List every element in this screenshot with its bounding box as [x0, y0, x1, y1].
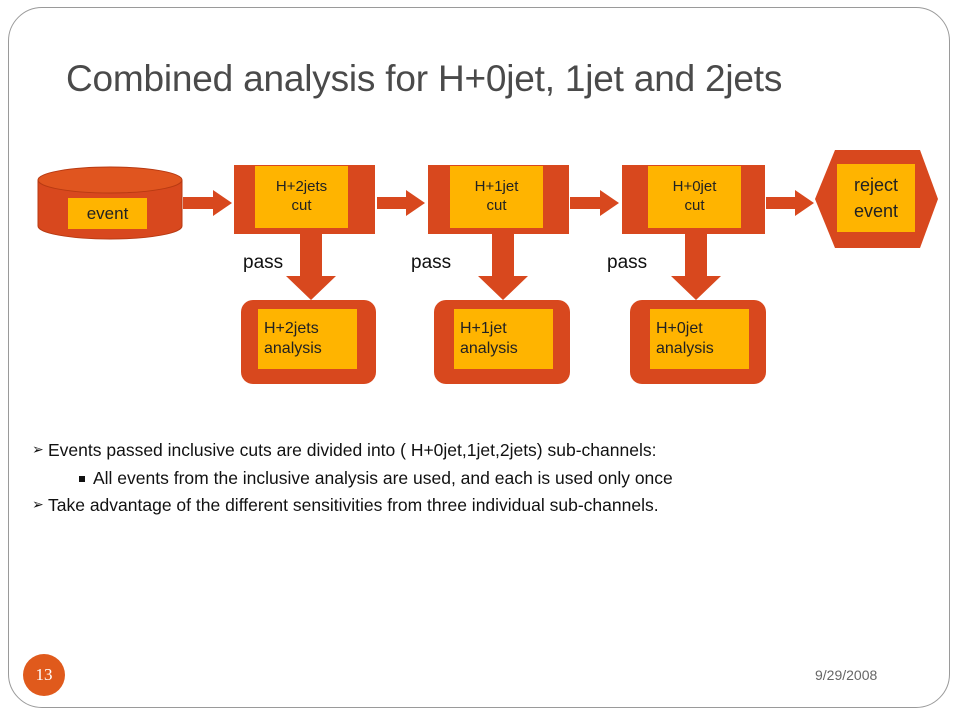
arrow-down-h2jets	[286, 234, 336, 300]
pass-label-h0jet: pass	[607, 252, 648, 273]
arrow-h2jets-to-h1jet	[377, 190, 425, 216]
arrow-bullet-icon: ➢	[32, 496, 44, 512]
sub-bullet-item: All events from the inclusive analysis a…	[79, 469, 932, 488]
event-label: event	[68, 198, 147, 229]
bullet-item: ➢ Events passed inclusive cuts are divid…	[32, 440, 657, 460]
arrow-h0jet-to-reject	[766, 190, 814, 216]
pass-label-h2jets: pass	[243, 252, 284, 273]
arrow-h1jet-to-h0jet	[570, 190, 619, 216]
slide-title: Combined analysis for H+0jet, 1jet and 2…	[66, 58, 783, 99]
bullet-item: ➢ Take advantage of the different sensit…	[32, 495, 659, 515]
slide-number-badge: 13	[23, 654, 65, 696]
arrow-down-h1jet	[478, 234, 528, 300]
pass-label-h1jet: pass	[411, 252, 452, 273]
arrow-down-h0jet	[671, 234, 721, 300]
bullet-list: ➢ Events passed inclusive cuts are divid…	[32, 440, 932, 525]
slide-date: 9/29/2008	[815, 667, 878, 683]
square-bullet-icon	[79, 475, 85, 482]
arrow-event-to-h2jets	[183, 190, 232, 216]
arrow-bullet-icon: ➢	[32, 441, 44, 457]
